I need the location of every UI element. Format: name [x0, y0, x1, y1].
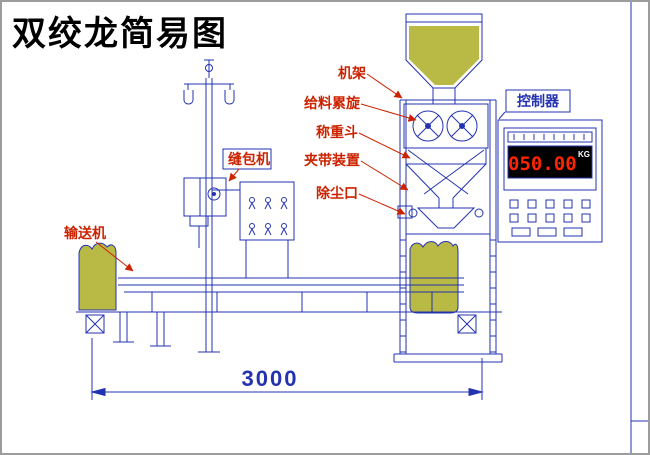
callout-frame: 机架: [338, 65, 366, 81]
weight-display-value: 050.00: [508, 153, 577, 175]
dimension-value: 3000: [242, 366, 299, 391]
callout-dust-port: 除尘口: [316, 185, 358, 201]
feed-hopper-material: [409, 26, 479, 85]
conveyor-belt: [76, 277, 502, 353]
screw-right: [446, 110, 478, 142]
sewing-machine-head: [183, 177, 240, 248]
screw-housing: [403, 103, 489, 149]
foundation-anchor-right: [457, 314, 477, 334]
controller-unit: [497, 89, 603, 243]
thread-spool-left: [183, 90, 194, 105]
sewing-label-box: [222, 148, 272, 170]
callout-feed-screw: 给料累旋: [304, 95, 361, 111]
callout-sewing-machine: 缝包机: [228, 151, 270, 167]
sewing-column: [183, 59, 235, 312]
diagram-title: 双绞龙简易图: [12, 16, 228, 53]
display-bezel: [503, 127, 597, 191]
panel-symbols: [248, 197, 288, 236]
sheet-border-lines: [630, 2, 648, 453]
callout-weigh-hopper: 称重斗: [316, 124, 358, 140]
callout-conveyor: 输送机: [64, 225, 106, 241]
electrical-panel: [239, 181, 295, 278]
dimension-3000: [90, 338, 484, 400]
foundation-anchor-left: [85, 314, 105, 334]
bag-left: [78, 242, 117, 311]
bag-right: [409, 241, 459, 314]
weight-display: [507, 145, 593, 179]
feed-hopper-neck: [432, 87, 456, 105]
callout-leaders: [95, 73, 417, 272]
controller-label-box: [505, 89, 571, 113]
thread-spool-right: [224, 90, 235, 105]
feed-hopper: [405, 13, 483, 105]
screw-left: [412, 110, 444, 142]
bag-clamp-device: [408, 207, 484, 229]
weight-display-unit: KG: [578, 150, 590, 159]
tower-frame: [393, 99, 503, 363]
callout-controller: 控制器: [517, 93, 560, 109]
controller-buttons[interactable]: [509, 199, 591, 237]
weighing-hopper: [405, 147, 487, 208]
callout-clamp-device: 夹带装置: [304, 152, 360, 168]
